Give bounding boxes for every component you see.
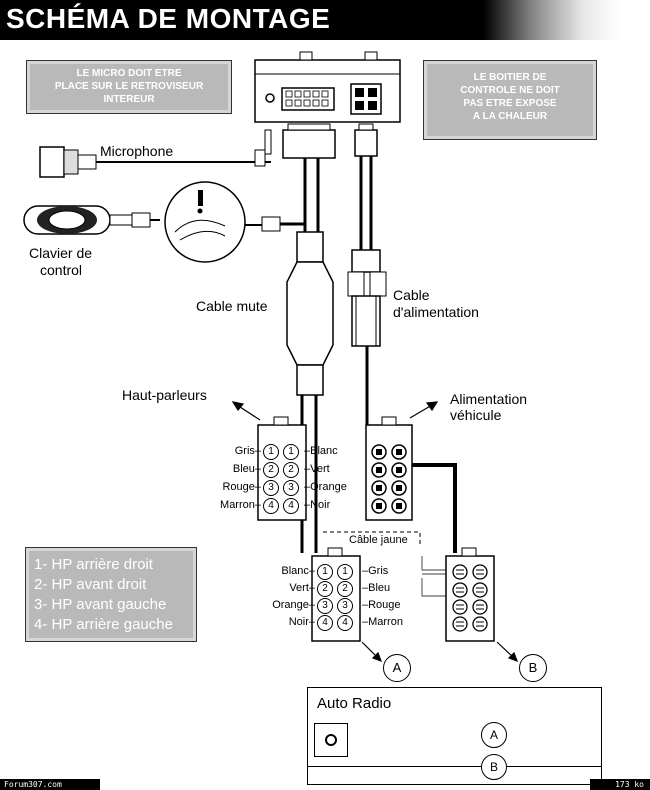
radio-right-wire-label: –Rouge	[362, 599, 401, 611]
hp-right-wire-label: –Vert	[304, 463, 330, 475]
radio-pin: 2	[317, 581, 333, 597]
hp-left-wire-label: Rouge–	[222, 481, 261, 493]
boitier-note-line: PAS ETRE EXPOSE	[463, 98, 557, 109]
radio-marker-a-label: A	[489, 728, 498, 742]
boitier-note-line: A LA CHALEUR	[472, 111, 548, 122]
cable-alim-label: Cable	[393, 287, 430, 303]
speaker-legend: 1- HP arrière droit 2- HP avant droit 3-…	[25, 547, 197, 642]
mute-cable	[286, 158, 334, 553]
micro-note-line: INTEREUR	[103, 94, 155, 105]
clavier-label: control	[40, 262, 83, 278]
alimentation-label: Alimentation	[450, 391, 528, 407]
marker-b: B	[519, 654, 547, 682]
radio-right-wire-label: –Gris	[362, 565, 389, 577]
radio-knob-icon	[314, 723, 348, 757]
marker-a: A	[383, 654, 411, 682]
microphone-label: Microphone	[100, 143, 174, 159]
radio-pin: 1	[337, 564, 353, 580]
footer-site: Forum307.com	[0, 779, 100, 790]
haut-parleurs-label: Haut-parleurs	[122, 387, 207, 403]
radio-left-wire-label: Orange–	[272, 599, 315, 611]
legend-item: 2- HP avant droit	[34, 576, 147, 593]
boitier-note-line: LE BOITIER DE	[473, 72, 547, 83]
radio-marker-b-label: B	[489, 760, 498, 774]
micro-note-line: LE MICRO DOIT ETRE	[76, 68, 182, 79]
radio-pin: 4	[337, 615, 353, 631]
hp-pin: 2	[283, 462, 299, 478]
radio-right-wire-label: –Bleu	[362, 582, 391, 594]
hp-left-wire-label: Bleu–	[232, 463, 261, 475]
hp-pin: 3	[283, 480, 299, 496]
legend-item: 3- HP avant gauche	[34, 596, 167, 613]
page-title: SCHÉMA DE MONTAGE	[6, 3, 331, 34]
boitier-note-line: CONTROLE NE DOIT	[460, 85, 560, 96]
power-cable	[347, 156, 457, 553]
marker-b-label: B	[528, 660, 538, 675]
radio-marker-b: B	[481, 754, 507, 780]
auto-radio-label: Auto Radio	[317, 695, 392, 712]
hp-right-wire-label: –Orange	[304, 481, 347, 493]
micro-note-line: PLACE SUR LE RETROVISEUR	[54, 81, 204, 92]
radio-right-wire-label: –Marron	[362, 616, 403, 628]
radio-left-wire-label: Noir–	[288, 616, 315, 628]
radio-marker-a: A	[481, 722, 507, 748]
hp-pin: 1	[283, 444, 299, 460]
radio-pin: 1	[317, 564, 333, 580]
clavier-label: Clavier de	[29, 245, 93, 261]
hp-left-wire-label: Marron–	[220, 499, 261, 511]
hp-right-wire-label: –Blanc	[304, 445, 338, 457]
microphone-device	[39, 129, 272, 178]
hp-pin: 4	[283, 498, 299, 514]
footer-size: 173 ko	[590, 779, 650, 790]
radio-power-connector	[421, 547, 495, 642]
radio-pin: 4	[317, 615, 333, 631]
legend-item: 4- HP arrière gauche	[34, 616, 173, 633]
power-connector	[365, 416, 413, 521]
cable-mute-label: Cable mute	[196, 298, 268, 314]
radio-pin: 2	[337, 581, 353, 597]
cable-alim-label: d'alimentation	[393, 304, 479, 320]
legend-item: 1- HP arrière droit	[34, 556, 153, 573]
marker-a-label: A	[392, 660, 402, 675]
arrows	[231, 401, 519, 663]
hp-pin: 3	[263, 480, 279, 496]
title-bar: SCHÉMA DE MONTAGE	[0, 0, 620, 40]
hp-pin: 4	[263, 498, 279, 514]
control-box	[254, 51, 401, 123]
radio-left-wire-label: Blanc–	[281, 565, 315, 577]
hp-pin: 1	[263, 444, 279, 460]
radio-pin: 3	[317, 598, 333, 614]
auto-radio-unit: Auto Radio A B	[307, 687, 602, 785]
micro-note: LE MICRO DOIT ETRE PLACE SUR LE RETROVIS…	[26, 60, 232, 114]
hp-pin: 2	[263, 462, 279, 478]
boitier-note: LE BOITIER DE CONTROLE NE DOIT PAS ETRE …	[423, 60, 597, 140]
radio-left-wire-label: Vert–	[289, 582, 315, 594]
cable-jaune-label: Câble jaune	[349, 534, 408, 546]
cable-jaune-line	[323, 531, 421, 545]
hp-left-wire-label: Gris–	[234, 445, 261, 457]
alimentation-label: véhicule	[450, 407, 502, 423]
main-plug	[282, 123, 378, 159]
radio-pin: 3	[337, 598, 353, 614]
hp-right-wire-label: –Noir	[304, 499, 331, 511]
